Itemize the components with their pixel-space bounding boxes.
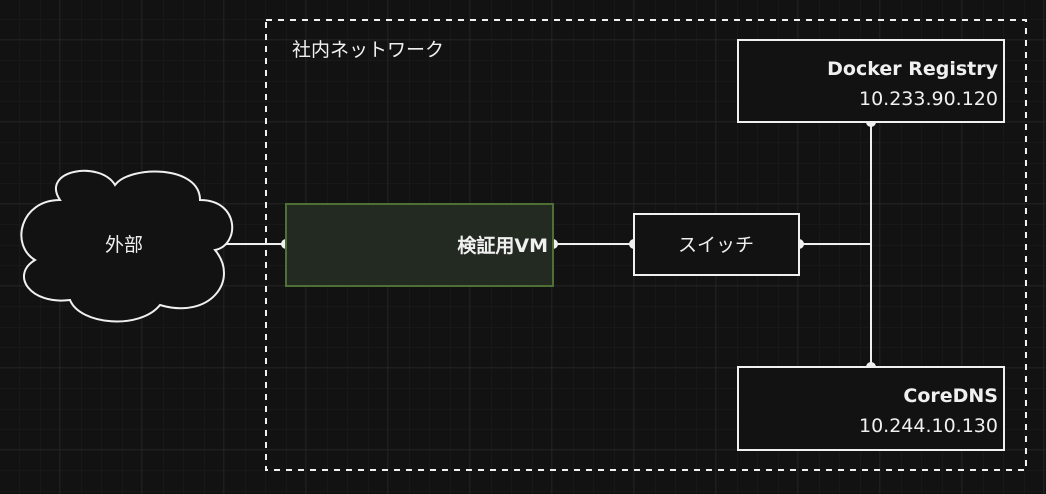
coredns-ip: 10.244.10.130 (859, 415, 998, 437)
vm-node[interactable] (285, 203, 554, 287)
internal-network-group[interactable] (265, 19, 1027, 471)
docker-registry-node[interactable] (737, 39, 1005, 123)
docker-registry-name: Docker Registry (827, 58, 998, 80)
coredns-name: CoreDNS (903, 385, 998, 407)
group-label: 社内ネットワーク (292, 39, 444, 61)
coredns-node[interactable] (737, 366, 1005, 451)
switch-node[interactable] (633, 213, 800, 276)
vm-label: 検証用VM (457, 234, 548, 257)
external-label: 外部 (105, 234, 143, 256)
switch-label: スイッチ (678, 234, 754, 256)
docker-registry-ip: 10.233.90.120 (859, 88, 998, 110)
external-cloud-node[interactable] (20, 169, 234, 323)
